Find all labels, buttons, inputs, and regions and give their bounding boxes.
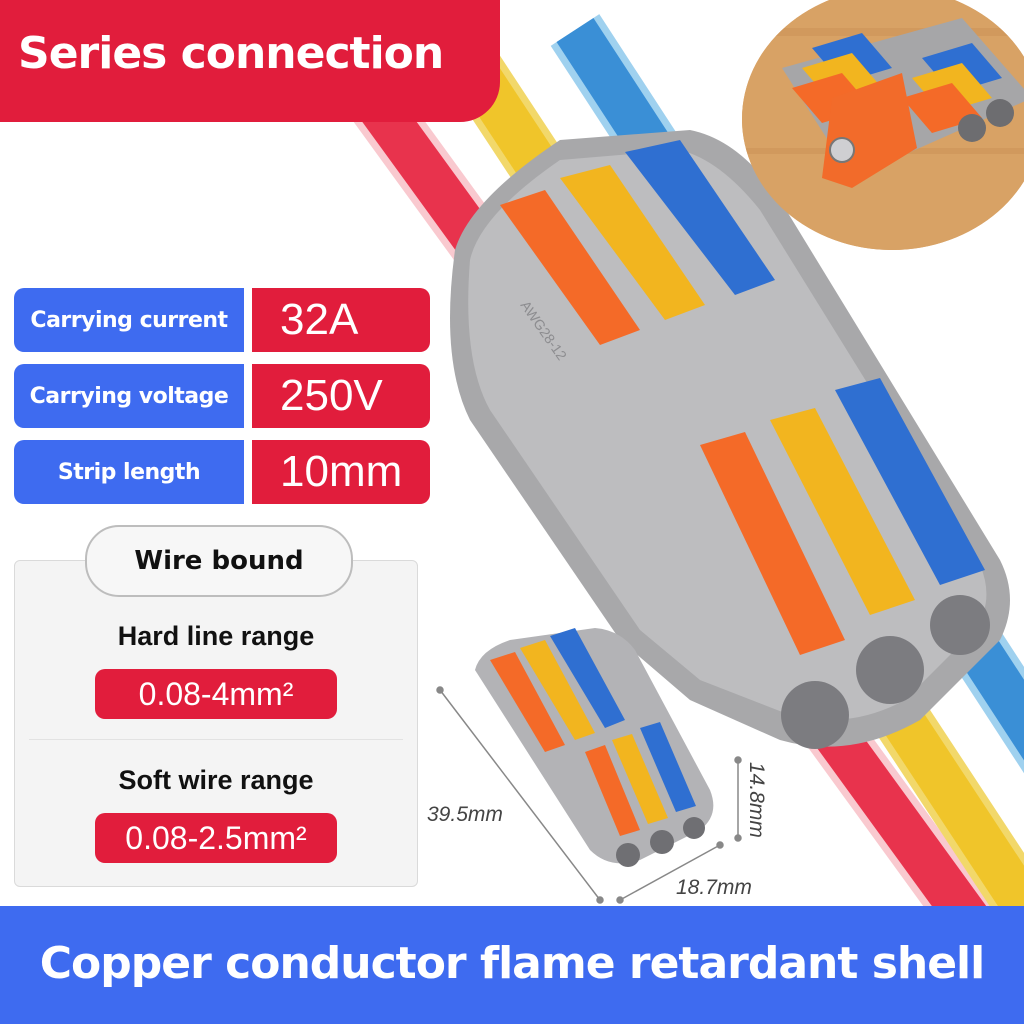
- hard-line-label: Hard line range: [117, 621, 315, 651]
- soft-wire-value: 0.08-2.5mm²: [95, 813, 337, 863]
- soft-wire-label: Soft wire range: [118, 765, 314, 795]
- footer-text: Copper conductor flame retardant shell: [39, 938, 985, 989]
- spec-label: Carrying voltage: [14, 364, 244, 428]
- mounted-connector-image: [742, 0, 1024, 250]
- dimension-length: 39.5mm: [427, 803, 503, 826]
- dimension-width: 18.7mm: [676, 876, 752, 899]
- spec-label: Carrying current: [14, 288, 244, 352]
- spec-value: 10mm: [252, 440, 430, 504]
- page-title: Series connection: [18, 28, 444, 79]
- inset-photo: [742, 0, 1024, 250]
- connector-small: [475, 628, 714, 867]
- dimension-lines: [436, 686, 742, 904]
- title-banner: Series connection: [0, 0, 500, 122]
- wire-bound-panel: Wire bound Hard line range 0.08-4mm² Sof…: [14, 525, 418, 887]
- footer-banner: Copper conductor flame retardant shell: [0, 906, 1024, 1024]
- wire-bound-heading: Wire bound: [85, 525, 353, 597]
- spec-value: 32A: [252, 288, 430, 352]
- divider: [29, 739, 403, 740]
- spec-label: Strip length: [14, 440, 244, 504]
- hard-line-value: 0.08-4mm²: [95, 669, 337, 719]
- spec-value: 250V: [252, 364, 430, 428]
- dimension-height: 14.8mm: [745, 762, 768, 838]
- connector-main: [450, 130, 1010, 749]
